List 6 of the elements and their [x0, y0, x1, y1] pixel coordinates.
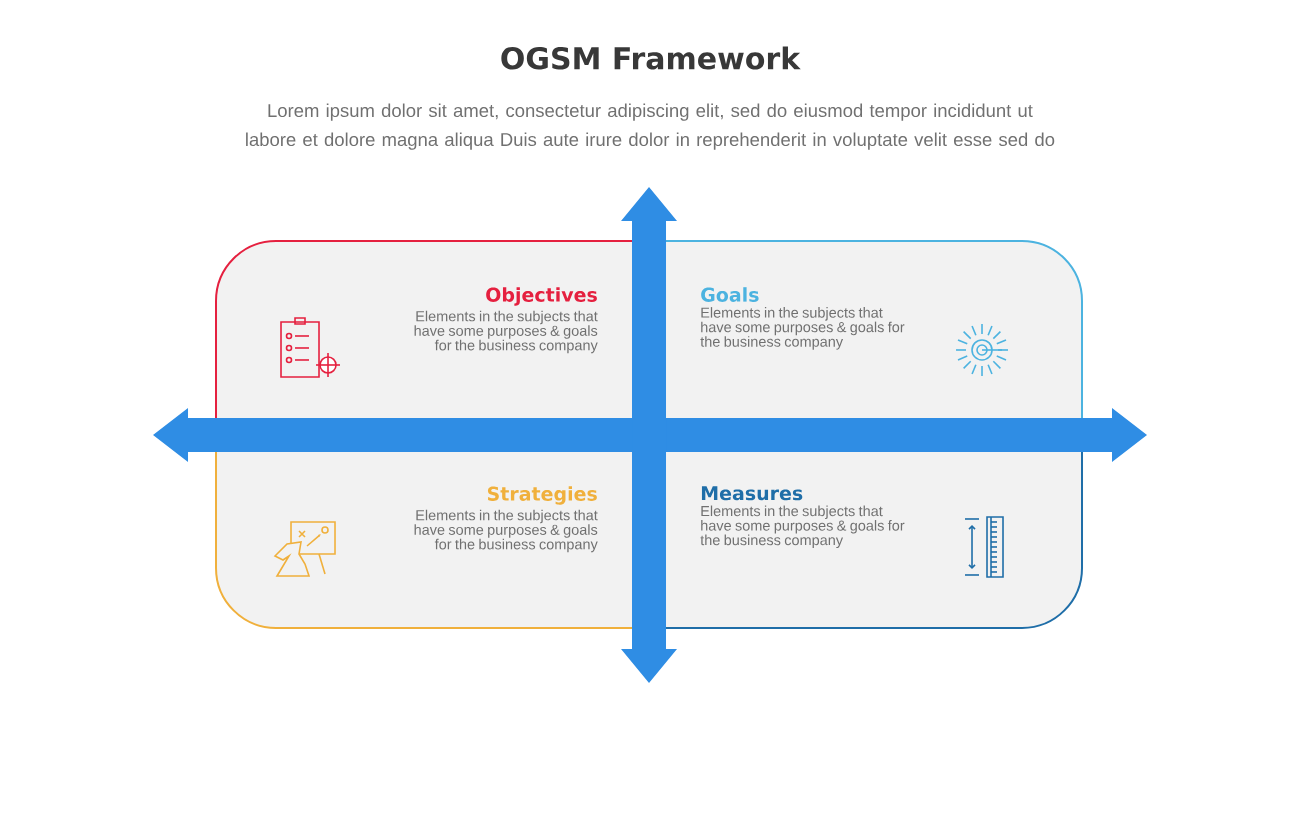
quadrant-text: Objectives Elements in the subjects that have some purposes & goals for the business company — [414, 287, 598, 354]
subtitle: Lorem ipsum dolor sit amet, consectetur adipiscing elit, sed do eiusmod tempor incididunt ut labore et dolore magna aliqua Duis aute irure dolor in reprehenderit in voluptate velit esse sed do — [246, 103, 1055, 150]
quadrant-text: Measures Elements in the subjects that have some purposes & goals for the business company — [700, 486, 905, 549]
title: OGSM Framework — [501, 46, 801, 70]
quadrant-text: Goals Elements in the subjects that have some purposes & goals for the business company — [700, 287, 905, 350]
quadrant-text: Strategies Elements in the subjects that have some purposes & goals for the business company — [414, 486, 598, 553]
